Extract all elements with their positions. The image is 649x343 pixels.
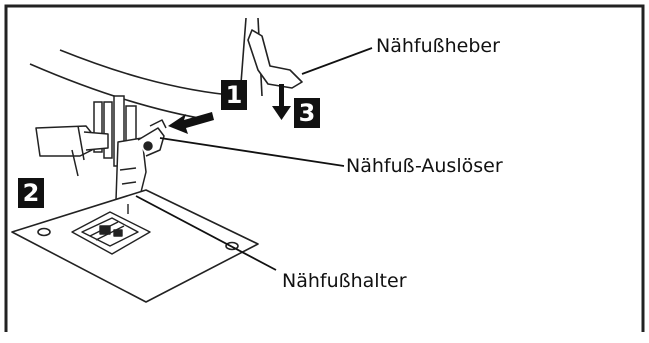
needle-clamp-screw xyxy=(35,125,109,177)
leader-presser-foot-release xyxy=(159,137,345,167)
leader-presser-foot-lifter xyxy=(301,47,373,75)
label-presser-foot-holder: Nähfußhalter xyxy=(282,270,407,292)
leader-presser-foot-holder xyxy=(135,195,277,271)
label-presser-foot-lifter: Nähfußheber xyxy=(376,35,500,57)
arrow-step-1 xyxy=(168,112,214,134)
frame xyxy=(4,4,645,332)
arrow-step-3 xyxy=(272,84,291,120)
label-presser-foot-release: Nähfuß-Auslöser xyxy=(346,155,503,177)
leader-lines xyxy=(135,47,373,271)
needle-plate xyxy=(11,189,259,303)
presser-foot xyxy=(71,204,151,255)
step-1-badge: 1 xyxy=(221,80,247,110)
step-3-badge: 3 xyxy=(294,98,320,128)
step-2-badge: 2 xyxy=(18,178,44,208)
presser-foot-lifter-lever xyxy=(247,29,303,89)
